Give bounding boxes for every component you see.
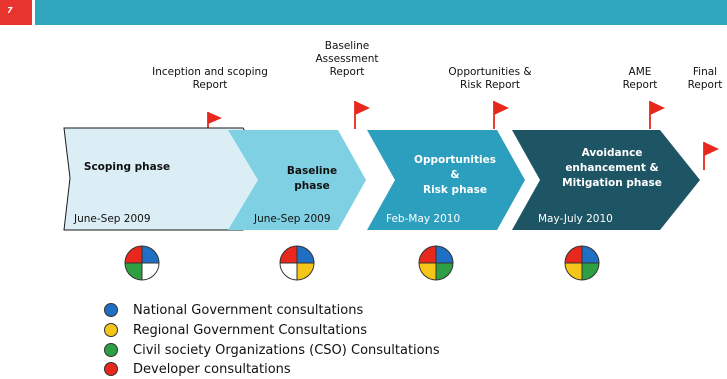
svg-text:enhancement &: enhancement &	[565, 162, 658, 174]
pie-quadrant-bottom-right	[141, 262, 160, 281]
consultation-pie	[124, 245, 160, 281]
legend-item-cso: Civil society Organizations (CSO) Consul…	[104, 341, 440, 359]
phase-dates: May-July 2010	[538, 213, 613, 225]
green-dot-icon	[104, 343, 118, 357]
blue-dot-icon	[104, 303, 118, 317]
pie-quadrant-top-right	[141, 245, 160, 264]
legend-item-national: National Government consultations	[104, 301, 363, 319]
pie-quadrant-bottom-left	[418, 262, 437, 281]
header-band	[35, 0, 727, 25]
phase-title: Scoping phase	[84, 161, 170, 173]
pie-quadrant-top-left	[418, 245, 437, 264]
phase-dates: June-Sep 2009	[73, 213, 151, 225]
legend-item-regional: Regional Government Consultations	[104, 321, 367, 339]
pie-quadrant-bottom-left	[124, 262, 143, 281]
pie-quadrant-bottom-left	[279, 262, 298, 281]
svg-text:Mitigation phase: Mitigation phase	[562, 177, 662, 189]
pie-quadrant-top-left	[279, 245, 298, 264]
consultation-pie	[279, 245, 315, 281]
phase-arrow-opportunities: Opportunities & Risk phase Feb-May 2010	[367, 130, 525, 230]
pie-quadrant-bottom-right	[581, 262, 600, 281]
pie-quadrant-top-right	[581, 245, 600, 264]
svg-text:Baseline: Baseline	[287, 165, 337, 177]
pie-quadrant-bottom-right	[296, 262, 315, 281]
phase-arrow-avoidance: Avoidance enhancement & Mitigation phase…	[512, 130, 700, 230]
flag-icon	[703, 142, 719, 170]
flag-icon	[649, 101, 665, 129]
phase-arrow-scoping: Scoping phase June-Sep 2009	[63, 127, 276, 231]
svg-text:phase: phase	[294, 180, 329, 192]
slide-number-box: 7	[0, 0, 32, 25]
flag-icon	[354, 101, 370, 129]
phase-dates: June-Sep 2009	[253, 213, 331, 225]
svg-text:Avoidance: Avoidance	[582, 147, 643, 159]
pie-quadrant-bottom-right	[435, 262, 454, 281]
report-label-opportunities: Opportunities &Risk Report	[448, 66, 532, 91]
yellow-dot-icon	[104, 323, 118, 337]
red-dot-icon	[104, 362, 118, 376]
svg-text:Opportunities: Opportunities	[414, 154, 496, 166]
flag-icon	[493, 101, 509, 129]
pie-quadrant-top-left	[564, 245, 583, 264]
phase-dates: Feb-May 2010	[386, 213, 460, 225]
consultation-pie	[418, 245, 454, 281]
pie-quadrant-bottom-left	[564, 262, 583, 281]
legend-item-developer: Developer consultations	[104, 360, 291, 378]
consultation-pie	[564, 245, 600, 281]
svg-text:&: &	[450, 169, 459, 181]
phase-arrow-baseline: Baseline phase June-Sep 2009	[228, 130, 366, 230]
pie-quadrant-top-left	[124, 245, 143, 264]
pie-quadrant-top-right	[435, 245, 454, 264]
pie-quadrant-top-right	[296, 245, 315, 264]
slide-number: 7	[7, 6, 13, 15]
svg-text:Risk phase: Risk phase	[423, 184, 487, 196]
